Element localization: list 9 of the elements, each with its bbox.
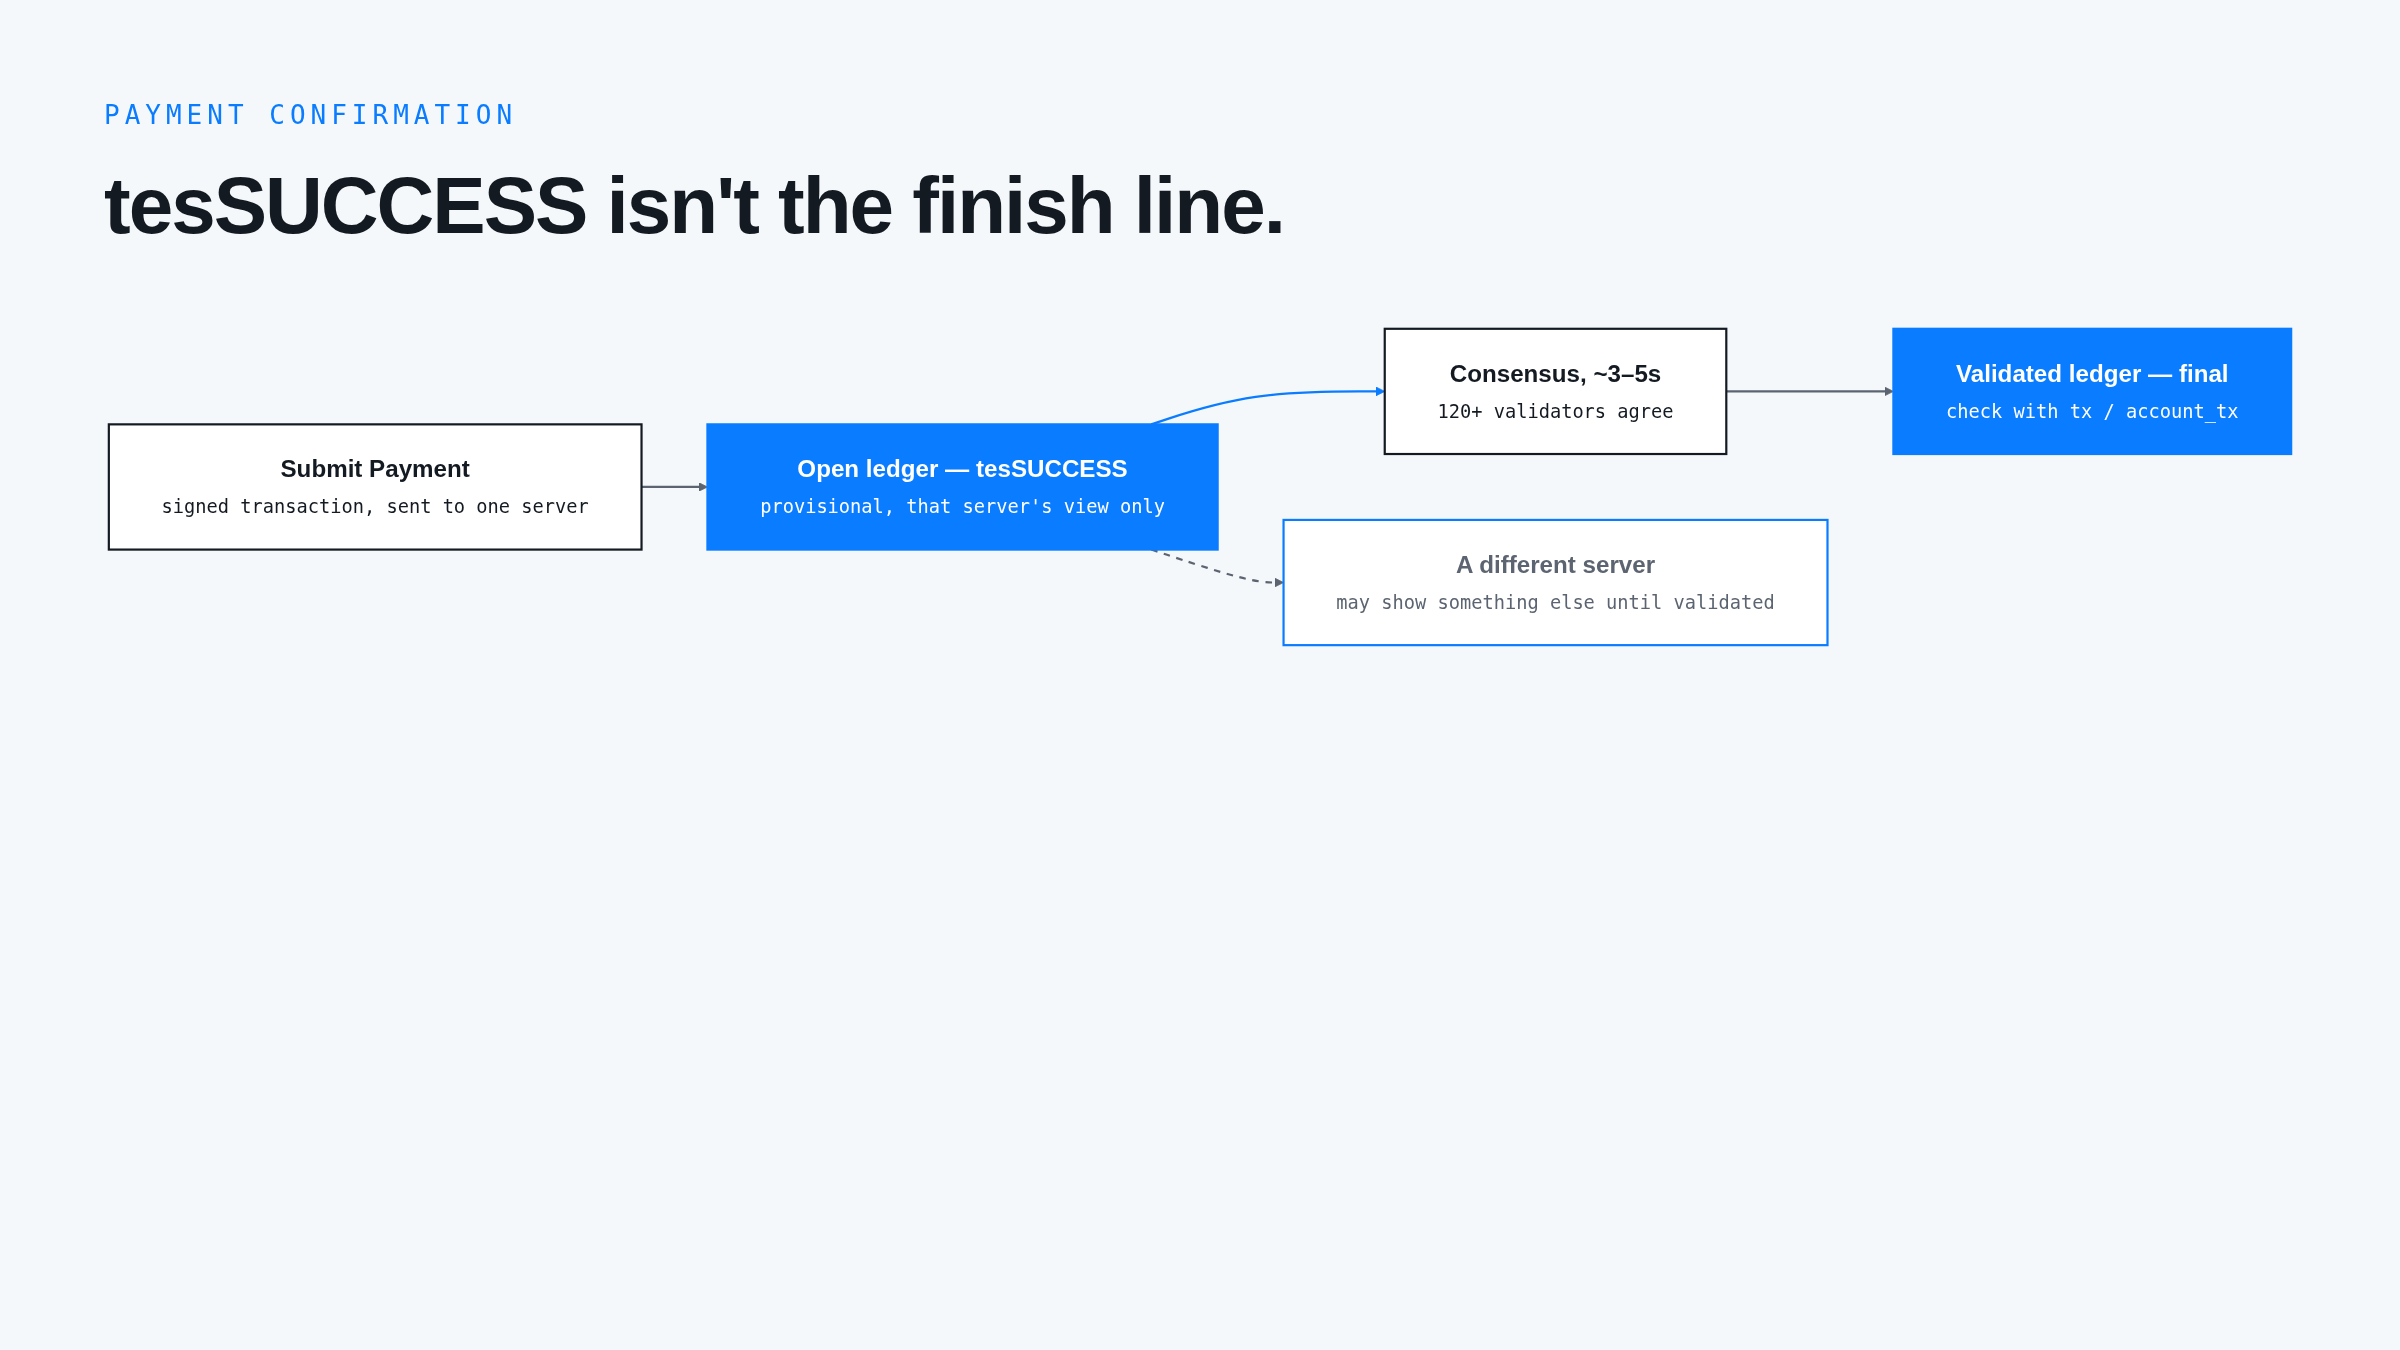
node-box: Open ledger — tesSUCCESS provisional, that server's view only [706,423,1219,551]
node-box: Validated ledger — final check with tx / account_tx [1892,327,2293,456]
title: tesSUCCESS isn't the finish line. [104,160,1284,252]
node-box: A different server may show something else until validated [1282,518,1829,647]
node-box: Consensus, ~3–5s 120+ validators agree [1383,327,1728,456]
eyebrow-label: PAYMENT CONFIRMATION [104,100,518,130]
arrow [1726,386,1894,397]
arrow [641,482,708,492]
node-box: Submit Payment signed transaction, sent to one server [107,423,643,551]
